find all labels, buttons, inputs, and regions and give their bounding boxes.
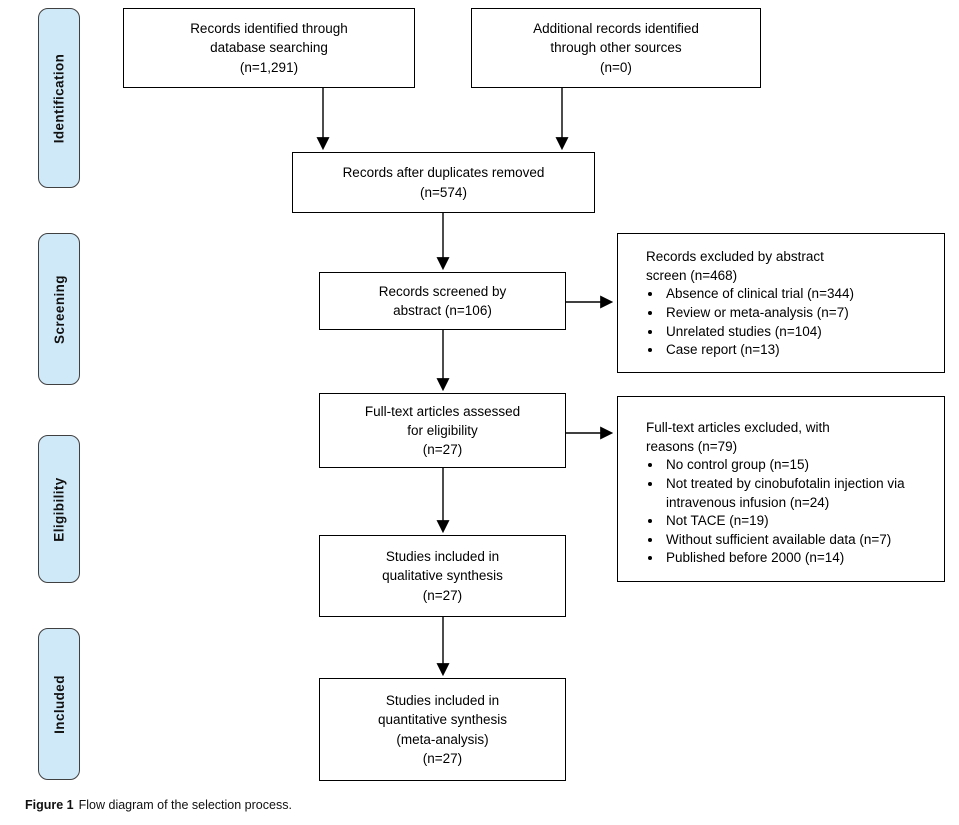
stage-label-screening: Screening: [38, 233, 80, 385]
box-text-line: database searching: [210, 40, 328, 56]
exclusion-reason: Not TACE (n=19): [663, 512, 934, 531]
box-text-line: reasons (n=79): [646, 438, 738, 454]
exclusion-reason: Without sufficient available data (n=7): [663, 531, 934, 550]
box-excluded-abstract: Records excluded by abstract screen (n=4…: [617, 233, 945, 373]
box-text-line: for eligibility: [407, 422, 478, 438]
box-qualitative-synthesis: Studies included in qualitative synthesi…: [319, 535, 566, 617]
box-text-line: Full-text articles assessed: [364, 403, 521, 419]
box-screened-abstract: Records screened by abstract (n=106): [319, 272, 566, 330]
box-text-line: (n=27): [422, 587, 463, 603]
box-text-line: (n=574): [420, 184, 467, 200]
box-records-database-search: Records identified through database sear…: [123, 8, 415, 88]
figure-caption: Figure 1 Flow diagram of the selection pr…: [25, 798, 292, 812]
exclusion-reason: Not treated by cinobufotalin injection v…: [663, 475, 934, 512]
box-after-duplicates: Records after duplicates removed (n=574): [292, 152, 595, 213]
box-text-line: Studies included in: [385, 693, 500, 709]
box-text-line: Studies included in: [385, 549, 500, 565]
box-text-line: screen (n=468): [646, 267, 738, 283]
box-fulltext-assessed: Full-text articles assessed for eligibil…: [319, 393, 566, 468]
exclusion-reason: Review or meta-analysis (n=7): [663, 304, 934, 323]
exclusion-reason: Case report (n=13): [663, 341, 934, 360]
box-text-line: through other sources: [550, 40, 682, 56]
box-excluded-fulltext: Full-text articles excluded, with reason…: [617, 396, 945, 582]
exclusion-reason-list: Absence of clinical trial (n=344) Review…: [646, 285, 934, 360]
figure-caption-label: Figure 1: [25, 798, 74, 812]
box-text-line: Additional records identified: [533, 21, 699, 37]
box-text-line: (n=27): [422, 442, 463, 458]
box-text-line: qualitative synthesis: [382, 568, 503, 584]
box-text-line: (n=0): [600, 59, 632, 75]
box-text-line: Records after duplicates removed: [342, 165, 545, 181]
exclusion-reason: Unrelated studies (n=104): [663, 323, 934, 342]
stage-label-identification: Identification: [38, 8, 80, 188]
stage-label-text: Screening: [51, 274, 67, 344]
box-text-line: Records excluded by abstract: [646, 249, 824, 264]
box-records-other-sources: Additional records identified through ot…: [471, 8, 761, 88]
stage-label-eligibility: Eligibility: [38, 435, 80, 583]
stage-label-text: Eligibility: [51, 476, 67, 542]
box-quantitative-synthesis: Studies included in quantitative synthes…: [319, 678, 566, 781]
exclusion-reason-list: No control group (n=15) Not treated by c…: [646, 456, 934, 568]
stage-label-text: Identification: [51, 53, 67, 143]
box-text-line: Full-text articles excluded, with: [646, 420, 830, 435]
exclusion-reason: Absence of clinical trial (n=344): [663, 285, 934, 304]
exclusion-reason: Published before 2000 (n=14): [663, 549, 934, 568]
box-text-line: Records identified through: [190, 21, 348, 37]
exclusion-reason: No control group (n=15): [663, 456, 934, 475]
stage-label-text: Included: [51, 674, 67, 734]
box-text-line: (n=1,291): [239, 59, 299, 75]
box-text-line: abstract (n=106): [393, 303, 492, 318]
figure-caption-text: Flow diagram of the selection process.: [78, 798, 292, 812]
stage-label-included: Included: [38, 628, 80, 780]
box-text-line: (n=27): [422, 750, 463, 766]
box-text-line: quantitative synthesis: [377, 712, 508, 728]
box-text-line: (meta-analysis): [396, 731, 489, 747]
box-text-line: Records screened by: [378, 283, 507, 299]
